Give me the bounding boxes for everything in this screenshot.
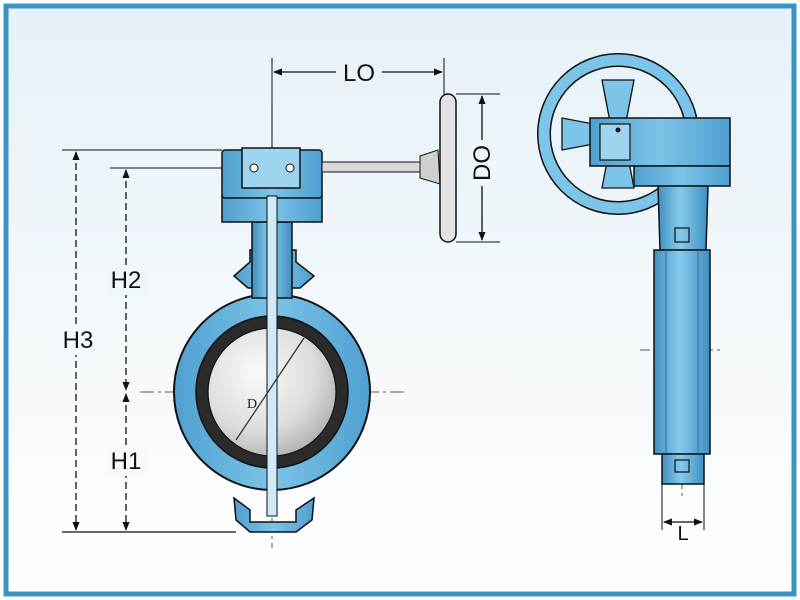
h1-label: H1 bbox=[111, 448, 142, 475]
lo-label: LO bbox=[343, 60, 375, 87]
side-neck-window bbox=[674, 227, 690, 243]
side-bottom-boss bbox=[661, 453, 705, 485]
h2-label: H2 bbox=[111, 267, 142, 294]
disc-diameter-line bbox=[235, 337, 305, 441]
side-neck bbox=[657, 185, 709, 251]
side-gearbox-cap bbox=[599, 123, 631, 161]
gearbox-bolt-left bbox=[249, 163, 259, 173]
handwheel-edge bbox=[439, 93, 457, 243]
valve-stem bbox=[266, 195, 278, 517]
side-bottom-window bbox=[674, 459, 690, 473]
l-label: L bbox=[677, 523, 688, 545]
handwheel-hub bbox=[419, 149, 441, 185]
h3-label-bg bbox=[58, 325, 98, 355]
front-view: LO DO H3 H2 H1 D bbox=[58, 58, 500, 548]
bottom-lug bbox=[233, 496, 315, 533]
h3-label: H3 bbox=[63, 327, 94, 354]
side-gearbox-bolt bbox=[615, 127, 621, 133]
side-flange bbox=[633, 165, 731, 187]
side-view: L bbox=[537, 53, 731, 545]
do-label: DO bbox=[469, 145, 496, 181]
d-label: D bbox=[247, 397, 257, 412]
do-label-bg bbox=[468, 140, 496, 186]
h2-label-bg bbox=[106, 265, 146, 295]
gearbox-bolt-right bbox=[285, 163, 295, 173]
lo-label-bg bbox=[336, 58, 382, 86]
side-body bbox=[653, 249, 711, 455]
h1-label-bg bbox=[106, 446, 146, 476]
